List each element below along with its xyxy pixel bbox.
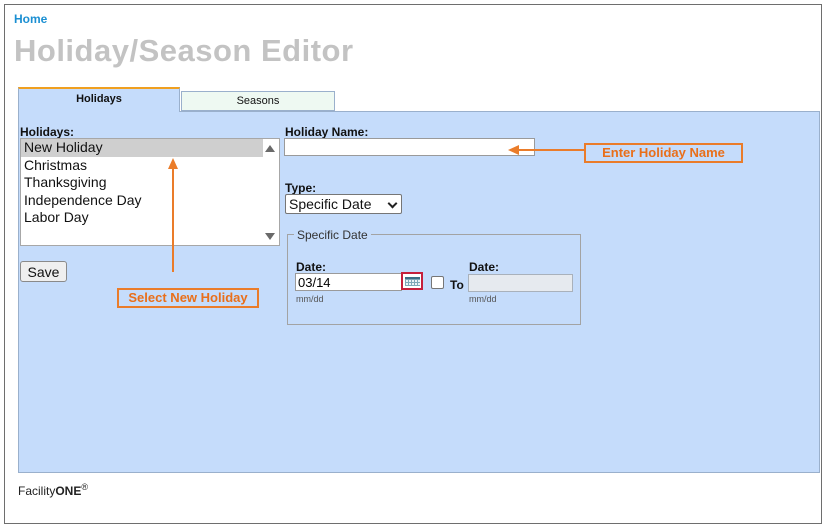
list-item[interactable]: Independence Day xyxy=(24,191,142,208)
save-button[interactable]: Save xyxy=(20,261,67,282)
callout-select-new-holiday: Select New Holiday xyxy=(117,288,259,308)
holiday-name-input[interactable] xyxy=(284,138,535,156)
list-item[interactable]: Labor Day xyxy=(24,209,89,226)
home-link[interactable]: Home xyxy=(14,12,48,26)
tab-seasons[interactable]: Seasons xyxy=(181,91,335,111)
calendar-icon xyxy=(405,277,420,286)
to-date-hint: mm/dd xyxy=(469,294,497,304)
date-label: Date: xyxy=(296,260,327,274)
list-item[interactable]: Christmas xyxy=(24,156,88,173)
scroll-down-icon[interactable] xyxy=(265,233,275,240)
to-date-input xyxy=(468,274,573,292)
holidays-list-label: Holidays: xyxy=(20,125,75,139)
date-input[interactable] xyxy=(295,273,402,291)
chevron-down-icon xyxy=(387,198,398,209)
type-select-value: Specific Date xyxy=(289,196,372,212)
arrow-select-holiday-line xyxy=(172,168,174,272)
type-select[interactable]: Specific Date xyxy=(285,194,402,214)
date-hint: mm/dd xyxy=(296,294,324,304)
to-label: To xyxy=(450,278,464,292)
page-title: Holiday/Season Editor xyxy=(14,33,354,68)
arrow-enter-name-line xyxy=(518,149,584,151)
arrow-enter-name-head-icon xyxy=(508,145,519,155)
window-frame xyxy=(4,4,822,524)
specific-date-fieldset xyxy=(287,234,581,325)
scroll-up-icon[interactable] xyxy=(265,145,275,152)
list-item[interactable]: New Holiday xyxy=(21,139,263,157)
callout-enter-holiday-name: Enter Holiday Name xyxy=(584,143,743,163)
date-range-checkbox[interactable] xyxy=(431,276,444,289)
specific-date-legend: Specific Date xyxy=(294,228,371,242)
type-label: Type: xyxy=(285,181,317,195)
holiday-name-label: Holiday Name: xyxy=(285,125,369,139)
holidays-listbox[interactable]: New Holiday Christmas Thanksgiving Indep… xyxy=(20,138,280,246)
facilityone-logo: FacilityONE® xyxy=(18,482,88,498)
to-date-label: Date: xyxy=(469,260,500,274)
arrow-select-holiday-head-icon xyxy=(168,158,178,169)
list-item[interactable]: Thanksgiving xyxy=(24,174,107,191)
tab-holidays[interactable]: Holidays xyxy=(18,87,180,112)
calendar-button[interactable] xyxy=(401,272,423,290)
